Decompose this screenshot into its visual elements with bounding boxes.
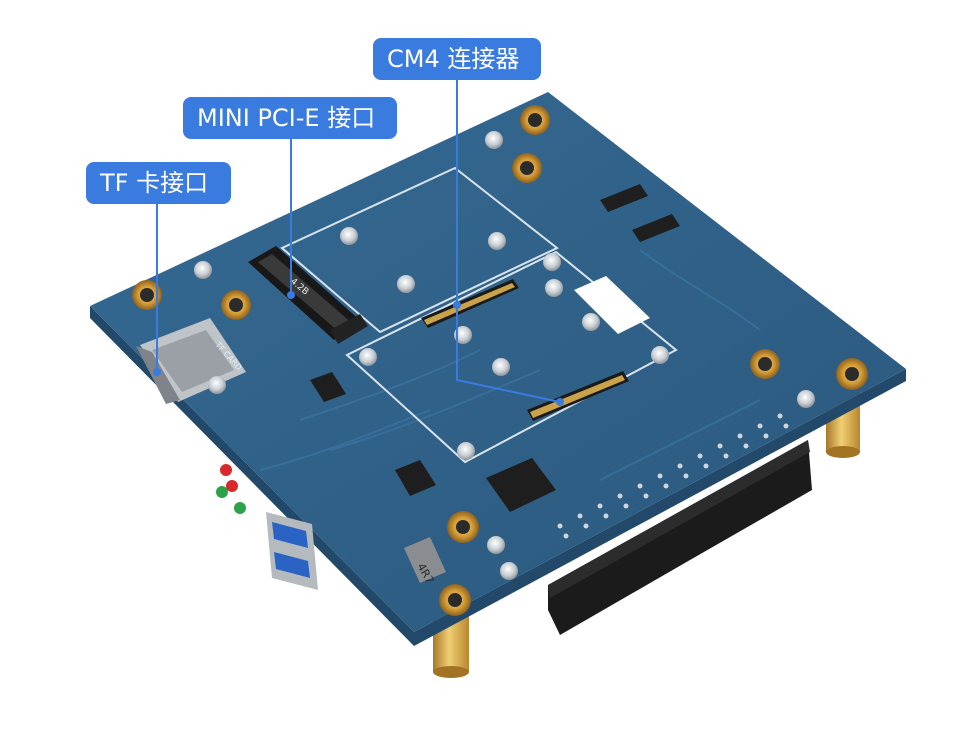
standoff-holes <box>194 131 815 580</box>
mini-pcie-outline <box>280 166 559 334</box>
cm4-outline <box>345 250 678 464</box>
usb-ports <box>266 512 318 590</box>
pin-rows <box>557 413 789 539</box>
cm4-connector <box>421 279 629 421</box>
callout-leader-dots <box>153 291 564 406</box>
callout-leaders <box>156 80 561 403</box>
ic-chips <box>310 184 680 583</box>
pcb-traces <box>259 249 761 481</box>
mini-pcie-callout: MINI PCI-E 接口 <box>183 97 397 139</box>
cm4-connector-callout: CM4 连接器 <box>373 38 541 80</box>
mounting-holes <box>132 105 868 616</box>
status-leds <box>216 464 246 514</box>
tf-card-callout: TF 卡接口 <box>86 162 231 204</box>
label-patch <box>574 276 650 334</box>
pcb-edge <box>90 306 906 646</box>
gpio-header <box>548 440 812 635</box>
mini-pcie-socket <box>248 246 368 344</box>
